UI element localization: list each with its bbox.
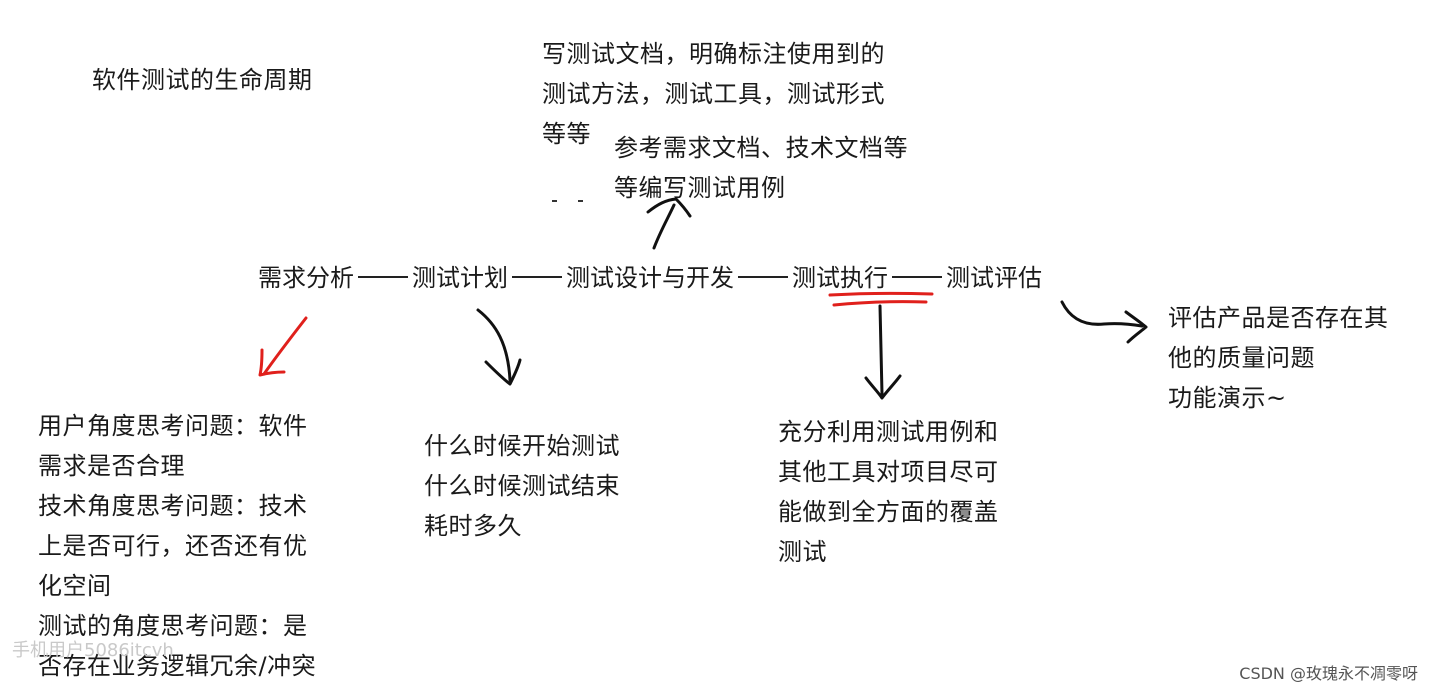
- stage-test-plan: 测试计划: [412, 264, 508, 292]
- connector-line: [738, 276, 788, 278]
- note-line: 写测试文档，明确标注使用到的: [542, 40, 885, 68]
- source-credit: CSDN @玫瑰永不凋零呀: [1239, 664, 1418, 683]
- note-line: 参考需求文档、技术文档等: [614, 134, 908, 162]
- stage-test-design: 测试设计与开发: [566, 264, 734, 292]
- watermark: 手机用户5086itcvh: [12, 640, 174, 661]
- underline-test-execution-2: [832, 300, 928, 307]
- note-line: 评估产品是否存在其: [1168, 304, 1389, 332]
- note-line: 什么时候开始测试: [424, 432, 620, 460]
- note-line: 否存在业务逻辑冗余/冲突: [38, 652, 317, 680]
- arrow-up-design: [652, 203, 676, 250]
- lifecycle-flow: 需求分析 测试计划 测试设计与开发 测试执行 测试评估: [258, 258, 1042, 298]
- note-test-execution: 充分利用测试用例和 其他工具对项目尽可 能做到全方面的覆盖 测试: [778, 412, 999, 572]
- note-line: 耗时多久: [424, 512, 522, 540]
- note-line: 用户角度思考问题：软件: [38, 412, 308, 440]
- note-line: 技术角度思考问题：技术: [38, 492, 308, 520]
- arrow-test-plan: [476, 308, 512, 382]
- arrow-head-red-requirement: [258, 348, 286, 377]
- arrow-head-test-evaluation: [1124, 310, 1148, 344]
- connector-line: [512, 276, 562, 278]
- note-line: 等编写测试用例: [614, 174, 786, 202]
- note-plan-document: 写测试文档，明确标注使用到的 测试方法，测试工具，测试形式 等等: [542, 34, 885, 154]
- note-line: 能做到全方面的覆盖: [778, 498, 999, 526]
- note-line: 其他工具对项目尽可: [778, 458, 999, 486]
- note-test-plan: 什么时候开始测试 什么时候测试结束 耗时多久: [424, 426, 620, 546]
- arrow-head-test-execution: [864, 374, 902, 400]
- note-line: 测试方法，测试工具，测试形式: [542, 80, 885, 108]
- stage-requirement-analysis: 需求分析: [258, 264, 354, 292]
- note-design: 参考需求文档、技术文档等 等编写测试用例: [614, 128, 908, 208]
- stage-test-execution: 测试执行: [792, 264, 888, 292]
- arrow-test-evaluation: [1060, 300, 1144, 328]
- connector-line: [358, 276, 408, 278]
- arrow-red-requirement: [262, 316, 308, 376]
- connector-line: [892, 276, 942, 278]
- note-test-evaluation: 评估产品是否存在其 他的质量问题 功能演示~: [1168, 298, 1389, 418]
- note-line: 上是否可行，还否还有优: [38, 532, 308, 560]
- note-line: 什么时候测试结束: [424, 472, 620, 500]
- arrow-test-execution: [878, 304, 884, 396]
- note-line: 等等: [542, 120, 591, 148]
- note-line: 他的质量问题: [1168, 344, 1315, 372]
- note-line: 测试: [778, 538, 827, 566]
- note-line: 需求是否合理: [38, 452, 185, 480]
- diagram-title: 软件测试的生命周期: [92, 66, 313, 94]
- note-line: 功能演示~: [1168, 384, 1287, 412]
- note-line: 充分利用测试用例和: [778, 418, 999, 446]
- arrow-head-test-plan: [484, 358, 522, 386]
- stage-test-evaluation: 测试评估: [946, 264, 1042, 292]
- note-line: 化空间: [38, 572, 112, 600]
- note-line: 测试的角度思考问题：是: [38, 612, 308, 640]
- note-requirement-analysis: 用户角度思考问题：软件 需求是否合理 技术角度思考问题：技术 上是否可行，还否还…: [38, 406, 316, 686]
